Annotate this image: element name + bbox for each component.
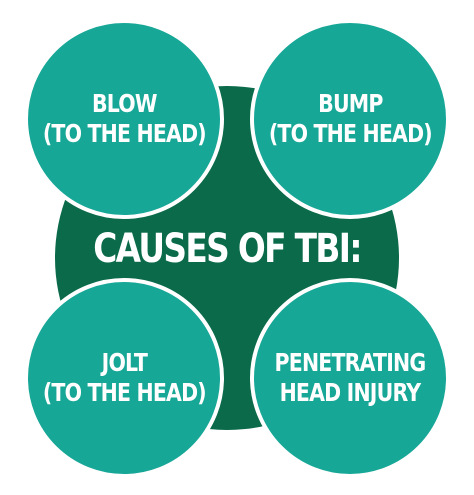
cause-jolt-circle: JOLT (TO THE HEAD) xyxy=(24,278,224,478)
cause-jolt-label: JOLT (TO THE HEAD) xyxy=(42,348,207,408)
cause-penetrating-circle: PENETRATING HEAD INJURY xyxy=(250,278,450,478)
cause-bump-line1: BUMP xyxy=(317,89,383,118)
cause-penetrating-label: PENETRATING HEAD INJURY xyxy=(274,348,427,408)
cause-blow-label: BLOW (TO THE HEAD) xyxy=(42,89,207,149)
cause-bump-label: BUMP (TO THE HEAD) xyxy=(268,89,433,149)
cause-blow-line1: BLOW xyxy=(91,89,158,118)
cause-jolt-line2: (TO THE HEAD) xyxy=(42,378,207,407)
center-title: CAUSES OF TBI: xyxy=(93,226,362,272)
cause-bump-circle: BUMP (TO THE HEAD) xyxy=(250,19,450,219)
cause-bump-line2: (TO THE HEAD) xyxy=(268,119,433,148)
cause-penetrating-line1: PENETRATING xyxy=(274,348,427,377)
cause-blow-circle: BLOW (TO THE HEAD) xyxy=(24,19,224,219)
cause-jolt-line1: JOLT xyxy=(101,348,147,377)
cause-blow-line2: (TO THE HEAD) xyxy=(42,119,207,148)
cause-penetrating-line2: HEAD INJURY xyxy=(279,378,422,407)
